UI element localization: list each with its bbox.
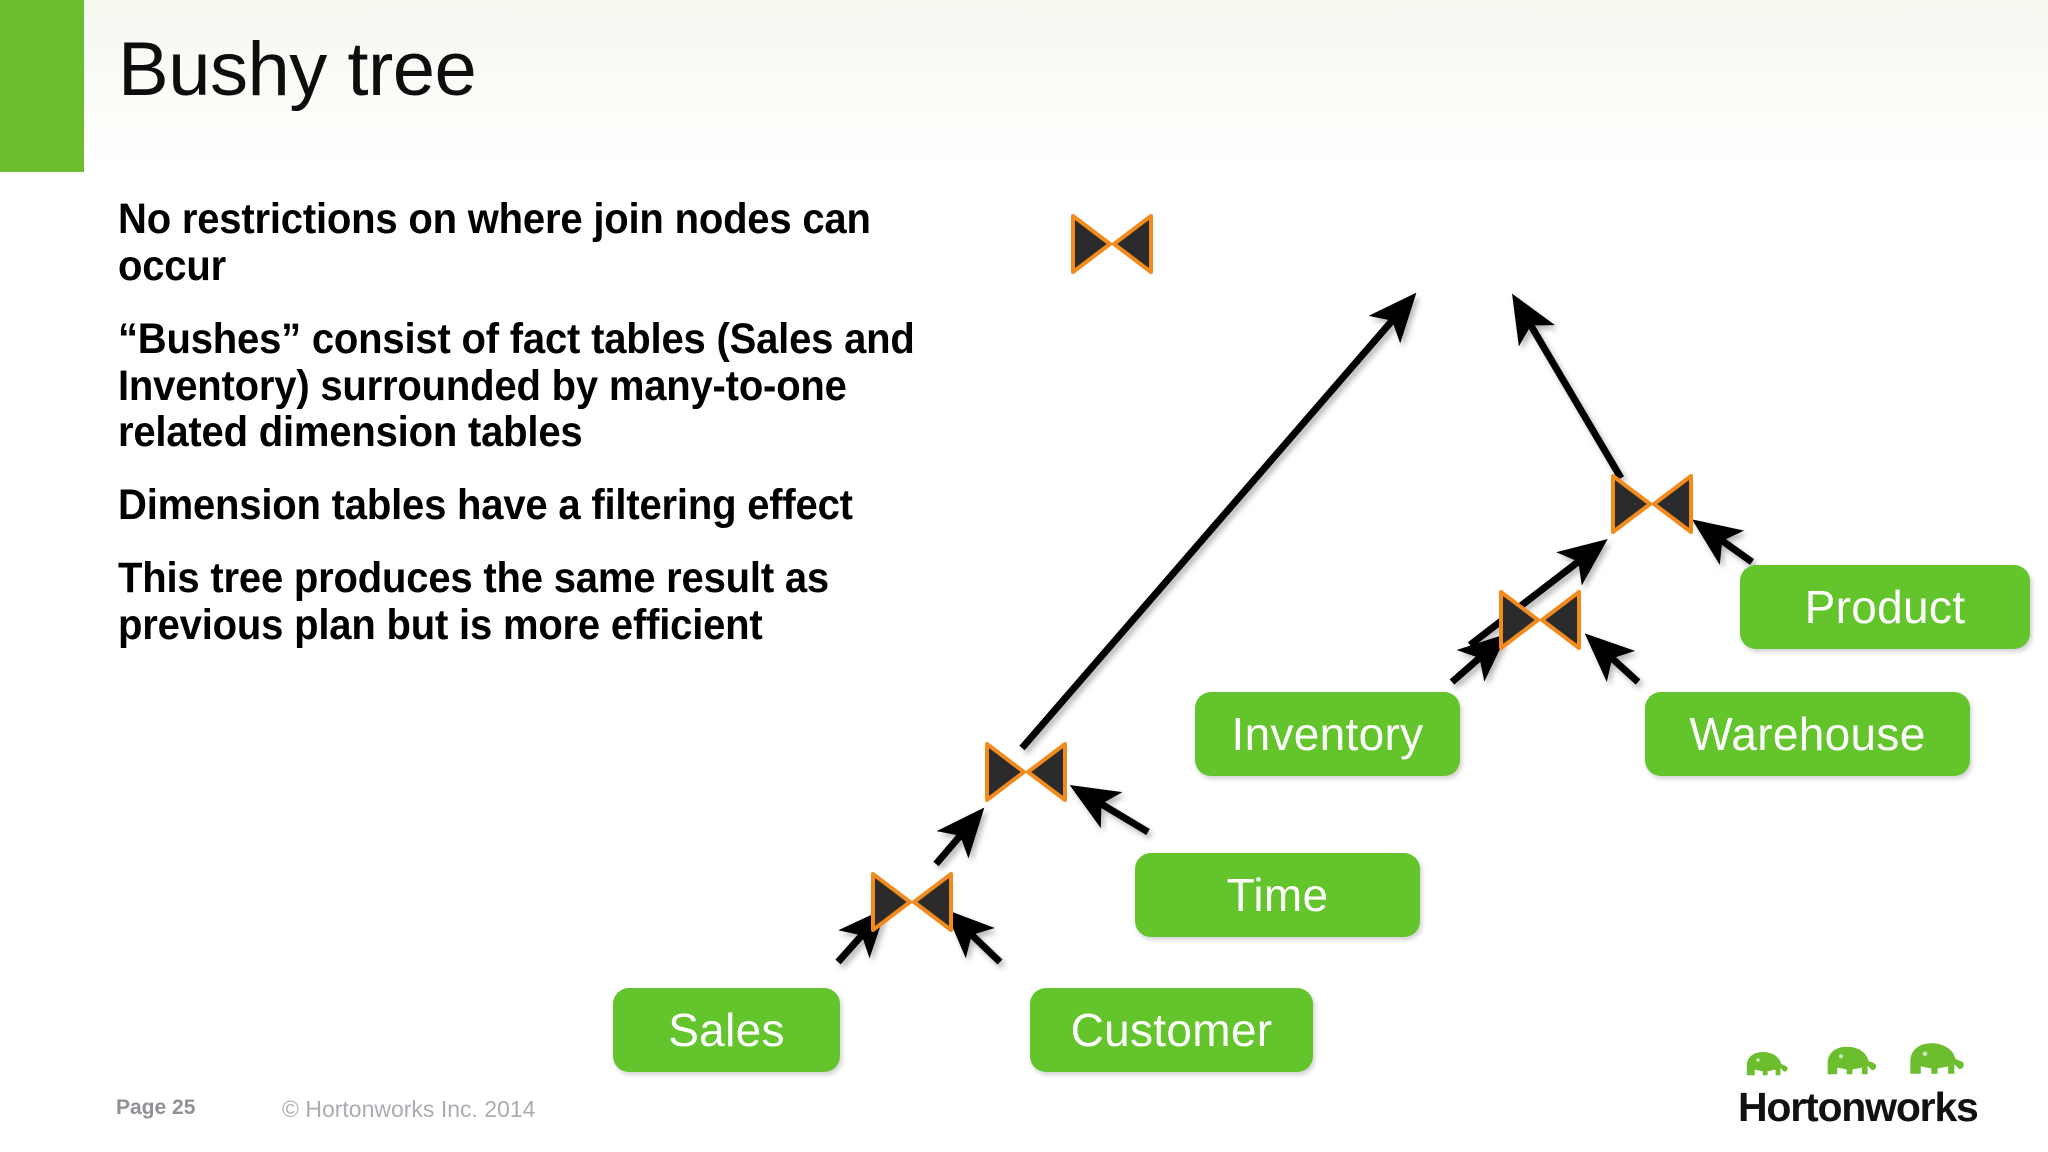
bullet-item: This tree produces the same result as pr… (118, 554, 829, 650)
elephant-herd-icon (1746, 1043, 1964, 1076)
slide-header: Bushy tree (0, 0, 2048, 172)
table-node-product[interactable]: Product (1740, 565, 2030, 649)
bullet-list: No restrictions on where join nodes can … (118, 196, 978, 675)
edge-inventoryproduct-to-root (1512, 293, 1625, 480)
edge-customer-to-salescustomer (944, 909, 1003, 965)
table-node-label: Time (1226, 869, 1329, 921)
table-node-inventory[interactable]: Inventory (1195, 692, 1460, 776)
table-node-label: Warehouse (1689, 708, 1926, 760)
join-node-sales-customer[interactable] (870, 870, 954, 934)
copyright-label: © Hortonworks Inc. 2014 (282, 1096, 536, 1122)
join-node-inventory-product[interactable] (1610, 472, 1694, 536)
bowtie-join-icon (1611, 474, 1693, 534)
join-node-sales-time[interactable] (984, 740, 1068, 804)
edge-salestime-to-root (1019, 292, 1417, 751)
bowtie-join-icon (1071, 214, 1153, 274)
table-node-label: Customer (1070, 1004, 1273, 1056)
edge-inventory-to-inventorywarehouse (1449, 633, 1508, 685)
brand-wordmark: Hortonworks (1738, 1084, 1979, 1130)
join-node-inventory-warehouse[interactable] (1498, 588, 1582, 652)
bowtie-join-icon (985, 742, 1067, 802)
edge-salescustomer-to-salestime (933, 807, 985, 867)
table-node-label: Product (1804, 581, 1966, 633)
bullet-item: “Bushes” consist of fact tables (Sales a… (118, 314, 915, 457)
table-node-time[interactable]: Time (1135, 853, 1420, 937)
bowtie-join-icon (1499, 590, 1581, 650)
edge-warehouse-to-inventorywarehouse (1584, 633, 1641, 685)
hortonworks-logo: Hortonworks (1738, 1038, 2000, 1130)
table-node-label: Sales (668, 1004, 785, 1056)
page-title: Bushy tree (118, 27, 477, 112)
bowtie-join-icon (871, 872, 953, 932)
table-node-label: Inventory (1231, 708, 1424, 760)
bullet-item: Dimension tables have a filtering effect (118, 481, 853, 530)
join-node-root[interactable] (1070, 212, 1154, 276)
table-node-customer[interactable]: Customer (1030, 988, 1313, 1072)
title-accent-bar (0, 0, 84, 172)
edge-time-to-salestime (1069, 784, 1150, 836)
bullet-item: No restrictions on where join nodes can … (118, 195, 871, 290)
page-number-label: Page 25 (116, 1096, 196, 1119)
table-node-warehouse[interactable]: Warehouse (1645, 692, 1970, 776)
table-node-sales[interactable]: Sales (613, 988, 840, 1072)
edge-product-to-inventoryproduct (1692, 519, 1755, 565)
